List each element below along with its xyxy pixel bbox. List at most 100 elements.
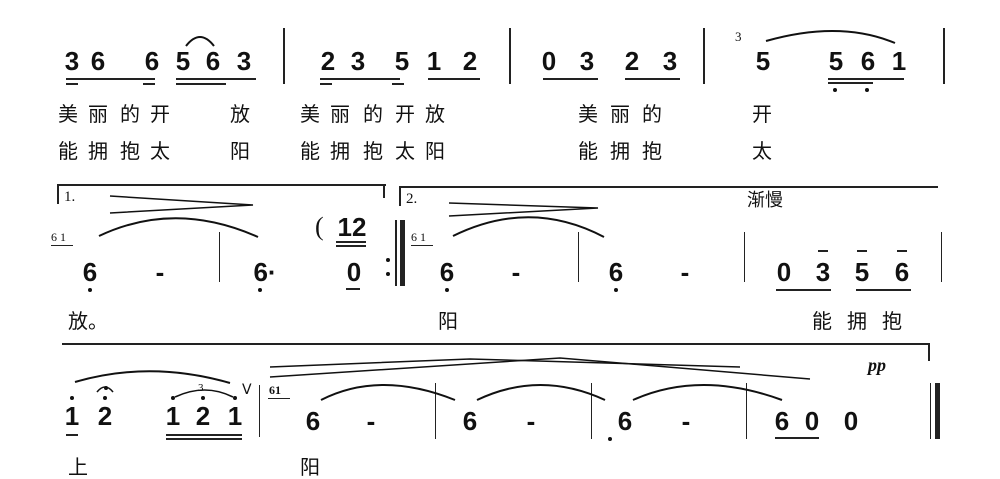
- note: 1: [64, 401, 80, 431]
- barline: [259, 385, 260, 437]
- note: -: [680, 257, 690, 287]
- note: 5: [755, 46, 771, 76]
- note: 1: [891, 46, 907, 76]
- note: 2: [97, 401, 113, 431]
- note: 1: [227, 401, 243, 431]
- note: 0: [804, 406, 820, 436]
- note: 0: [346, 257, 362, 287]
- slurs-and-hairpins: [74, 30, 896, 401]
- final-barline-thick: [935, 383, 940, 439]
- note: 5: [854, 257, 870, 287]
- note: 2: [195, 401, 211, 431]
- volta-line: [62, 343, 928, 345]
- note: 6: [860, 46, 876, 76]
- lyric: 拥: [847, 309, 867, 333]
- lyric: 美: [300, 102, 320, 126]
- barline: [509, 28, 511, 84]
- note: 5: [175, 46, 191, 76]
- barline: [943, 28, 945, 84]
- barline: [435, 383, 436, 439]
- note: -: [681, 406, 691, 436]
- lyric: 抱: [120, 139, 140, 163]
- lyric: 放。: [68, 309, 108, 333]
- note: 3: [579, 46, 595, 76]
- note: 5: [828, 46, 844, 76]
- lyric: 放: [230, 102, 250, 126]
- note: -: [366, 406, 376, 436]
- barline: [746, 383, 747, 439]
- barline: [703, 28, 705, 84]
- lyric: 放: [425, 102, 445, 126]
- lyric: 丽: [88, 102, 108, 126]
- note: 6·: [253, 257, 277, 287]
- lyric: 美: [58, 102, 78, 126]
- lyric: 能: [58, 139, 78, 163]
- note: -: [526, 406, 536, 436]
- lyric: 太: [395, 139, 415, 163]
- barline: [578, 232, 579, 282]
- lyric: 拥: [88, 139, 108, 163]
- note: 2: [462, 46, 478, 76]
- grace-note: 61: [269, 383, 281, 397]
- note: 3: [236, 46, 252, 76]
- lyric: 阳: [425, 139, 445, 163]
- lyric: 抱: [363, 139, 383, 163]
- note: -: [511, 257, 521, 287]
- volta-label-1: 1.: [64, 189, 76, 205]
- note: 6: [90, 46, 106, 76]
- note: 0: [541, 46, 557, 76]
- lyric: 阳: [438, 309, 458, 333]
- note: 6: [305, 406, 321, 436]
- final-barline-thin: [930, 383, 931, 439]
- barline: [219, 232, 220, 282]
- note: 12: [337, 212, 367, 242]
- lyric: 美: [578, 102, 598, 126]
- lyric: 开: [395, 102, 415, 126]
- lyric: 能: [300, 139, 320, 163]
- open-paren: (: [315, 212, 324, 241]
- grace-note: 6 1: [51, 230, 66, 244]
- lyric: 的: [363, 102, 383, 126]
- note: 6: [894, 257, 910, 287]
- lyric: 阳: [230, 139, 250, 163]
- volta-label-2: 2.: [406, 191, 418, 207]
- note: 3: [64, 46, 80, 76]
- note: 6: [144, 46, 160, 76]
- barline: [591, 383, 592, 439]
- note: 3: [662, 46, 678, 76]
- lyric: 开: [150, 102, 170, 126]
- note: 0: [843, 406, 859, 436]
- tempo-marking: 渐慢: [747, 190, 783, 211]
- lyric: 抱: [642, 139, 662, 163]
- note: 2: [624, 46, 640, 76]
- lyric: 能: [578, 139, 598, 163]
- note: 6: [82, 257, 98, 287]
- lyric: 丽: [330, 102, 350, 126]
- note: 0: [776, 257, 792, 287]
- lyric: 太: [150, 139, 170, 163]
- lyric: 开: [752, 102, 772, 126]
- note: 6: [205, 46, 221, 76]
- note: 6: [617, 406, 633, 436]
- repeat-barline: [395, 220, 397, 286]
- lyric: 丽: [610, 102, 630, 126]
- lyric: 的: [642, 102, 662, 126]
- note: 3: [350, 46, 366, 76]
- note: 5: [394, 46, 410, 76]
- note: 2: [320, 46, 336, 76]
- barline: [744, 232, 745, 282]
- lyric: 能: [812, 309, 832, 333]
- dynamic-pp: pp: [868, 355, 886, 375]
- note: 1: [426, 46, 442, 76]
- lyric: 抱: [882, 309, 902, 333]
- lyric: 拥: [330, 139, 350, 163]
- lyric: 太: [752, 139, 772, 163]
- note: 3: [815, 257, 831, 287]
- barline: [283, 28, 285, 84]
- note: -: [155, 257, 165, 287]
- note: 6: [439, 257, 455, 287]
- breath-mark: V: [242, 382, 252, 398]
- volta-bracket-1: [57, 184, 386, 204]
- lyric: 的: [120, 102, 140, 126]
- note: 6: [774, 406, 790, 436]
